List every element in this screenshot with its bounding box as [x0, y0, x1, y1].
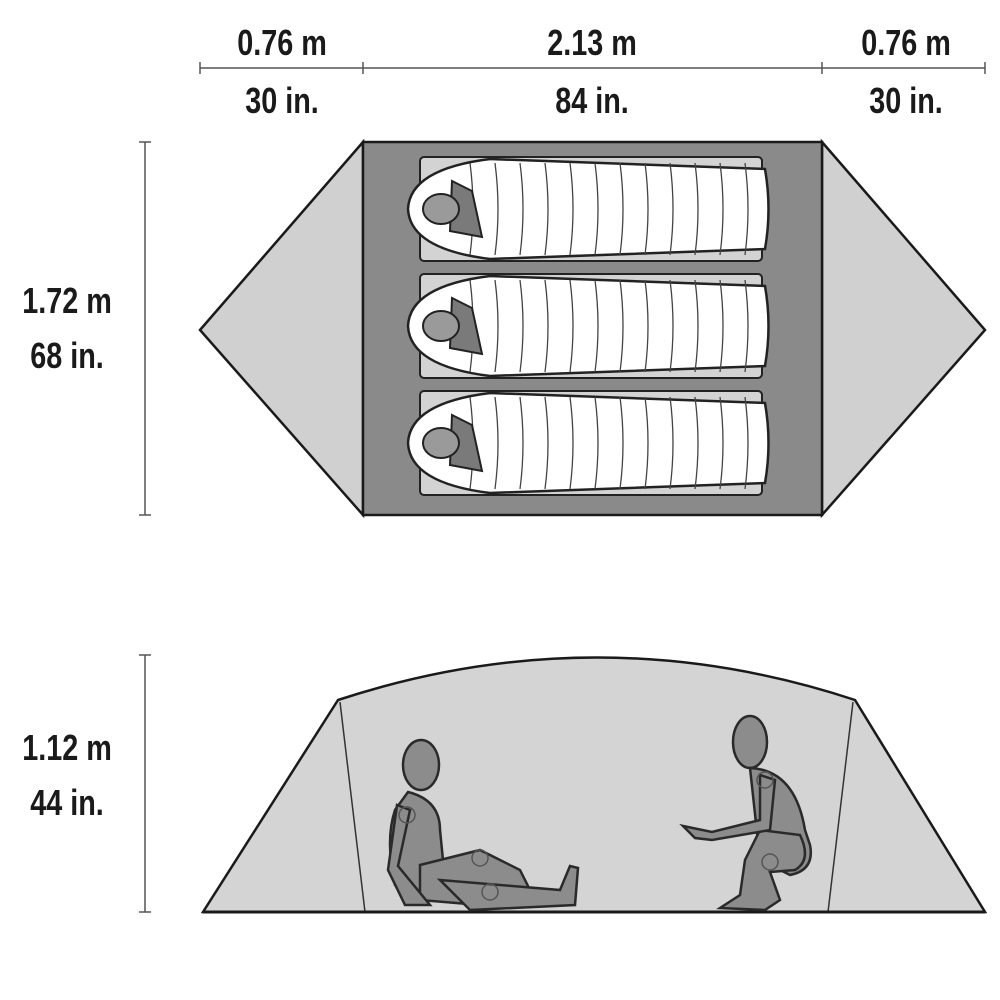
vestibule-left-imperial: 30 in.: [245, 80, 319, 121]
sleeper-head: [422, 193, 460, 225]
sleeping-bag-baffle: [669, 396, 674, 490]
sleeping-bag-baffle: [719, 162, 724, 256]
width-imperial: 68 in.: [30, 335, 104, 376]
sleeping-bag-baffle: [719, 279, 724, 373]
sleeping-bag-baffle: [644, 162, 649, 256]
sleeping-bag-baffle: [744, 162, 749, 256]
sleeping-bag: [406, 157, 770, 261]
length-dimension-line: [199, 62, 986, 74]
left-vestibule: [198, 138, 365, 519]
sleeping-bag-baffle: [694, 396, 699, 490]
length-metric: 2.13 m: [547, 22, 637, 63]
vestibule-right-imperial: 30 in.: [869, 80, 943, 121]
sleeping-bag-baffle: [519, 279, 524, 373]
sleeping-bag-baffle: [694, 279, 699, 373]
sleeping-bag-baffle: [569, 162, 574, 256]
sleeping-bag-baffle: [494, 396, 499, 490]
sleeping-bag-baffle: [519, 396, 524, 490]
sleeping-bag-baffle: [569, 396, 574, 490]
sleeping-bag-baffle: [694, 162, 699, 256]
height-dimension-line: [139, 654, 151, 913]
sleeping-bag-baffle: [669, 279, 674, 373]
sleeping-bag-baffle: [744, 279, 749, 373]
sleeping-bag-baffle: [619, 162, 624, 256]
sleeping-bag-baffle: [544, 279, 549, 373]
width-metric: 1.72 m: [22, 280, 112, 321]
sleeper-head: [422, 427, 460, 459]
sleeping-bag-baffle: [594, 396, 599, 490]
sleeping-bag-baffle: [619, 279, 624, 373]
height-metric: 1.12 m: [22, 727, 112, 768]
sleeping-bag-baffle: [594, 279, 599, 373]
sleeping-bag: [406, 274, 770, 378]
sleeping-bag-baffle: [494, 162, 499, 256]
sleeping-bag-baffle: [619, 396, 624, 490]
tent-top-view: [198, 138, 987, 519]
sleeping-bag: [406, 391, 770, 495]
length-imperial: 84 in.: [555, 80, 629, 121]
right-vestibule: [820, 138, 987, 519]
sleeper-head: [422, 310, 460, 342]
sleeping-bag-baffle: [744, 396, 749, 490]
sleeping-bag-baffle: [594, 162, 599, 256]
sleeping-bag-baffle: [544, 396, 549, 490]
sleeping-bag-baffle: [669, 162, 674, 256]
sleeping-bag-baffle: [644, 396, 649, 490]
sleeping-bag-baffle: [494, 279, 499, 373]
sleeping-bag-baffle: [644, 279, 649, 373]
vestibule-left-metric: 0.76 m: [237, 22, 327, 63]
sleeping-bag-baffle: [544, 162, 549, 256]
squatting-person-figure: [679, 714, 813, 912]
sitting-person-figure: [386, 738, 580, 912]
vestibule-right-metric: 0.76 m: [861, 22, 951, 63]
tent-side-view: [200, 656, 988, 914]
sleeping-bag-baffle: [719, 396, 724, 490]
width-dimension-line: [139, 141, 151, 516]
height-imperial: 44 in.: [30, 782, 104, 823]
sleeping-bag-baffle: [569, 279, 574, 373]
sleeping-bag-baffle: [519, 162, 524, 256]
